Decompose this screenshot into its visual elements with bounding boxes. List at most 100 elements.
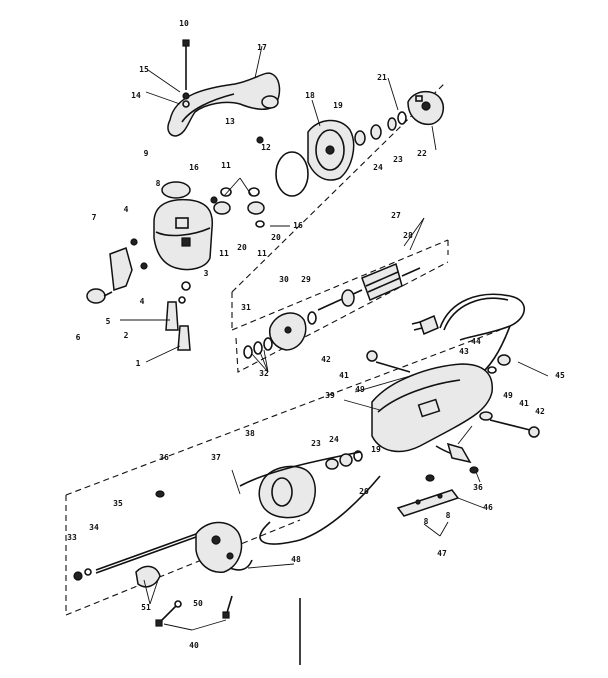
callout-11: 11 <box>221 161 231 170</box>
callout-47: 47 <box>437 549 447 558</box>
bearing-group-upper <box>354 111 407 146</box>
callout-30: 30 <box>279 275 289 284</box>
callout-37: 37 <box>211 453 221 462</box>
callout-36: 36 <box>159 453 169 462</box>
armature-27 <box>317 262 421 311</box>
callout-4: 4 <box>140 297 145 306</box>
callout-42: 42 <box>535 407 545 416</box>
gear-cover-icon <box>307 119 355 181</box>
callout-24: 24 <box>329 435 339 444</box>
callout-23: 23 <box>393 155 403 164</box>
gear-plate-22 <box>407 90 445 126</box>
callout-35: 35 <box>113 499 123 508</box>
beater-shafts-1-2 <box>165 281 191 351</box>
callout-42: 42 <box>321 355 331 364</box>
callout-16: 16 <box>189 163 199 172</box>
callout-10: 10 <box>179 19 189 28</box>
callout-49: 49 <box>503 391 513 400</box>
callout-27: 27 <box>391 211 401 220</box>
bearings-11-20 <box>210 187 265 228</box>
grommets-43-44 <box>487 354 511 374</box>
callout-9: 9 <box>144 149 149 158</box>
callout-46: 46 <box>483 503 493 512</box>
callout-21: 21 <box>377 73 387 82</box>
motor-housing-icon <box>371 363 493 464</box>
callout-24: 24 <box>373 163 383 172</box>
callout-49: 49 <box>355 385 365 394</box>
switch-51 <box>135 565 161 588</box>
callout-50: 50 <box>193 599 203 608</box>
screws-49-50 <box>155 595 233 627</box>
callout-20: 20 <box>359 487 369 496</box>
callout-11: 11 <box>257 249 267 258</box>
callout-16: 16 <box>293 221 303 230</box>
callout-5: 5 <box>106 317 111 326</box>
callout-8: 8 <box>156 179 161 188</box>
washer-34 <box>84 568 92 576</box>
screw-10 <box>182 39 190 90</box>
callout-15: 15 <box>139 65 149 74</box>
callout-20: 20 <box>271 233 281 242</box>
callout-3: 3 <box>204 269 209 278</box>
callout-41: 41 <box>519 399 529 408</box>
callout-6: 6 <box>76 333 81 342</box>
callout-8: 8 <box>424 517 429 526</box>
callout-20: 20 <box>237 243 247 252</box>
callout-45: 45 <box>555 371 565 380</box>
callout-7: 7 <box>92 213 97 222</box>
screw-13 <box>256 136 264 144</box>
callout-33: 33 <box>67 533 77 542</box>
callout-4: 4 <box>124 205 129 214</box>
callout-36: 36 <box>473 483 483 492</box>
callout-22: 22 <box>417 149 427 158</box>
callout-19: 19 <box>371 445 381 454</box>
gasket-12 <box>275 151 309 197</box>
screw-4b <box>140 262 148 270</box>
callout-18: 18 <box>305 91 315 100</box>
callout-41: 41 <box>339 371 349 380</box>
nut-33 <box>73 571 83 581</box>
callout-8: 8 <box>446 511 451 520</box>
cap-9 <box>161 181 191 199</box>
mixer-handle-icon <box>167 72 281 137</box>
callout-29: 29 <box>301 275 311 284</box>
callout-39: 39 <box>325 391 335 400</box>
callout-48: 48 <box>291 555 301 564</box>
screws-36 <box>155 466 479 498</box>
leader-lines <box>120 45 549 631</box>
callout-44: 44 <box>471 337 481 346</box>
knob-6 <box>86 288 113 304</box>
screws-41-42 <box>366 350 540 438</box>
fan-30 <box>268 312 307 351</box>
callout-23: 23 <box>311 439 321 448</box>
callout-1: 1 <box>136 359 141 368</box>
field-38 <box>258 465 316 519</box>
callout-40: 40 <box>189 641 199 650</box>
callout-2: 2 <box>124 331 129 340</box>
callout-31: 31 <box>241 303 251 312</box>
assembly-boundaries <box>65 81 501 616</box>
brush-holders-23-24 <box>325 450 363 470</box>
callout-17: 17 <box>257 43 267 52</box>
callout-51: 51 <box>141 603 151 612</box>
callout-14: 14 <box>131 91 141 100</box>
washers-31-32 <box>243 311 317 359</box>
washer-15 <box>182 92 190 100</box>
callout-13: 13 <box>225 117 235 126</box>
gear-housing-8 <box>153 198 214 271</box>
rod-35 <box>95 533 197 574</box>
bracket-7 <box>109 247 133 292</box>
callout-11: 11 <box>219 249 229 258</box>
callout-43: 43 <box>459 347 469 356</box>
callout-34: 34 <box>89 523 99 532</box>
callout-28: 28 <box>403 231 413 240</box>
end-plate-48 <box>195 521 253 573</box>
screw-4a <box>130 238 138 246</box>
callout-32: 32 <box>259 369 269 378</box>
washer-14 <box>182 100 190 108</box>
callout-12: 12 <box>261 143 271 152</box>
callout-38: 38 <box>245 429 255 438</box>
